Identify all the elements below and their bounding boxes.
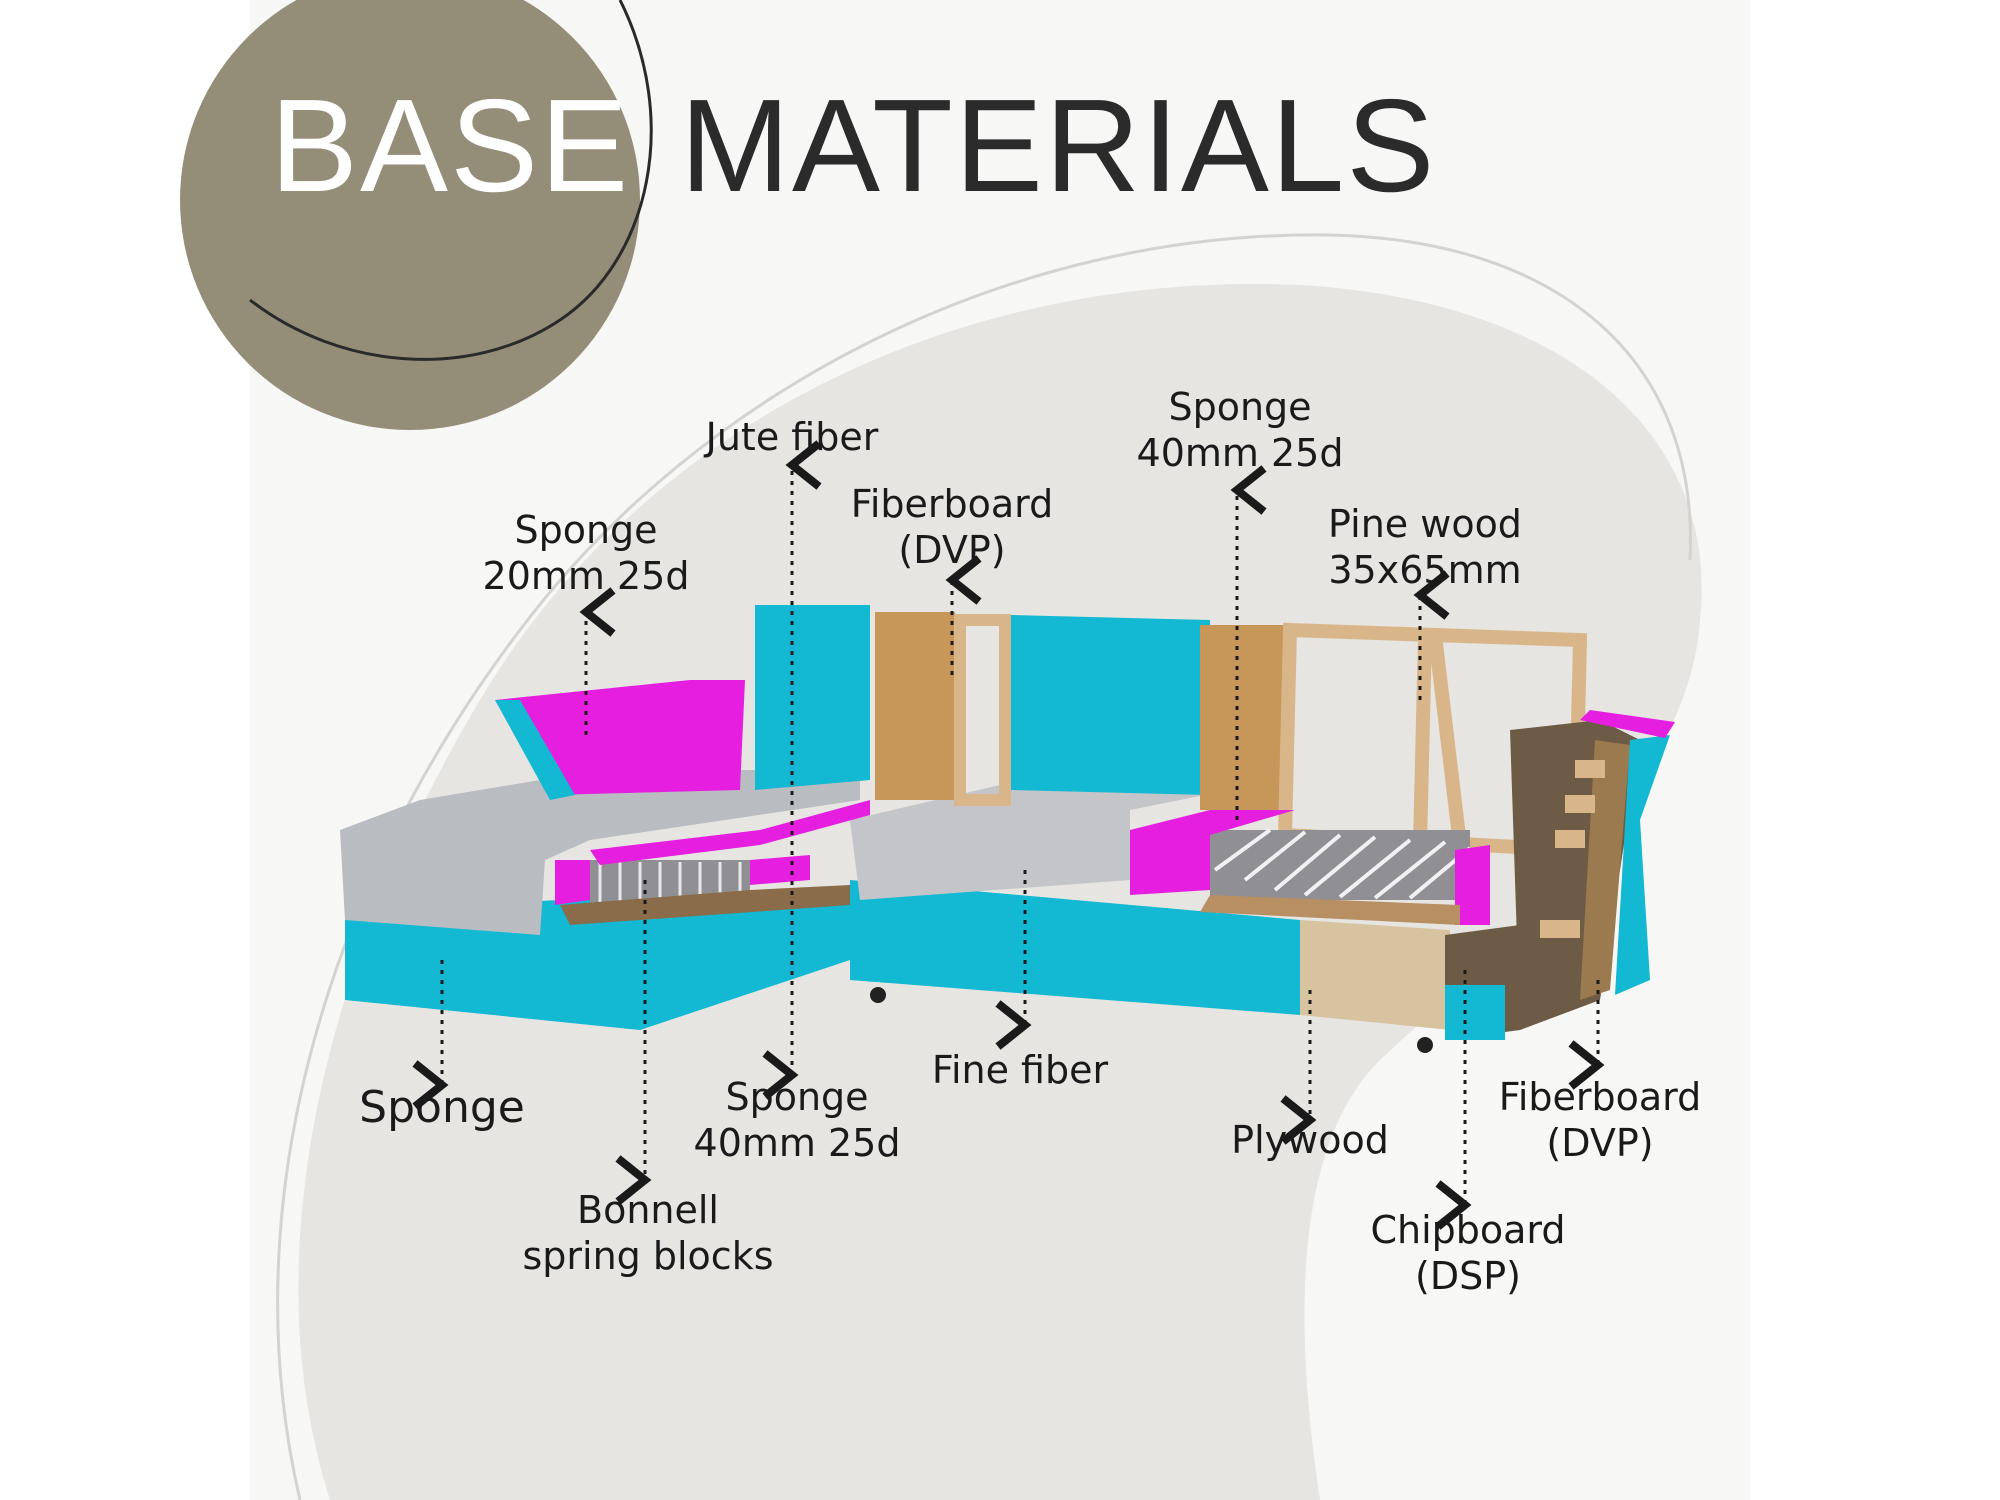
label-line: (DVP) xyxy=(898,527,1006,572)
seat-sponge-strip xyxy=(590,800,870,865)
seat-sponge-right-end xyxy=(1455,845,1490,925)
label-line: Fiberboard xyxy=(1498,1075,1702,1119)
label-fiberboard-right: Fiberboard (DVP) xyxy=(1499,1075,1702,1166)
label-plywood: Plywood xyxy=(1231,1118,1389,1164)
right-arm-sponge xyxy=(1615,735,1670,995)
label-pine-wood: Pine wood 35x65mm xyxy=(1328,502,1522,593)
title-materials: MATERIALS xyxy=(680,72,1437,219)
chaise-back-side xyxy=(495,700,575,800)
label-sponge-40mm-top: Sponge 40mm 25d xyxy=(1137,385,1344,476)
label-line: 20mm 25d xyxy=(482,553,690,598)
back-left-sponge xyxy=(755,605,870,790)
label-line: Bonnell xyxy=(577,1188,719,1232)
plywood-panel xyxy=(1300,920,1450,1030)
seat-sponge-small xyxy=(750,855,810,885)
main-base-sponge xyxy=(850,880,1300,1015)
label-sponge-20mm: Sponge 20mm 25d xyxy=(483,508,690,599)
leader-lines xyxy=(412,440,1605,1230)
label-line: (DSP) xyxy=(1415,1253,1521,1298)
jute-layer-right xyxy=(1200,895,1460,925)
label-line: spring blocks xyxy=(522,1233,774,1278)
right-arm-slats xyxy=(1540,760,1605,938)
spring-block-right xyxy=(1210,828,1472,900)
label-fine-fiber: Fine fiber xyxy=(932,1048,1108,1094)
label-chipboard: Chipboard (DSP) xyxy=(1370,1208,1565,1299)
title-circle-outline xyxy=(249,0,653,361)
label-line: 35x65mm xyxy=(1328,547,1522,592)
label-line: 40mm 25d xyxy=(693,1120,901,1165)
seat-sponge-left xyxy=(555,860,590,905)
caster-left xyxy=(870,987,886,1003)
pine-wood-frame-left xyxy=(954,614,1011,806)
chaise-fine-fiber xyxy=(340,770,860,935)
label-line: Sponge xyxy=(359,1082,525,1133)
label-line: (DVP) xyxy=(1546,1120,1654,1165)
label-bonnell-spring-blocks: Bonnell spring blocks xyxy=(522,1188,773,1279)
fiberboard-middle xyxy=(1200,625,1285,810)
outline-arc xyxy=(276,233,1692,1500)
label-line: Sponge xyxy=(514,508,658,552)
caster-right xyxy=(1417,1037,1433,1053)
label-line: Fine fiber xyxy=(931,1048,1109,1092)
fiberboard-left xyxy=(875,612,955,800)
label-line: 40mm 25d xyxy=(1136,430,1344,475)
title-circle xyxy=(180,0,640,430)
label-sponge-bottom: Sponge xyxy=(359,1082,525,1135)
label-line: Fiberboard xyxy=(850,482,1054,526)
label-line: Jute fiber xyxy=(705,415,879,459)
label-line: Chipboard xyxy=(1370,1208,1566,1252)
chipboard-cyan-block xyxy=(1445,985,1505,1040)
seat-sponge-right xyxy=(1130,810,1295,895)
title-base: BASE xyxy=(270,72,631,219)
label-line: Pine wood xyxy=(1328,502,1522,546)
label-line: Sponge xyxy=(1168,385,1312,429)
right-arm-top-sponge xyxy=(1580,710,1675,738)
label-jute-fiber: Jute fiber xyxy=(706,415,879,461)
back-middle-sponge xyxy=(1010,615,1210,795)
label-line: Sponge xyxy=(725,1075,869,1119)
label-sponge-40mm-bottom: Sponge 40mm 25d xyxy=(694,1075,901,1166)
seat-fine-fiber xyxy=(850,785,1230,900)
label-line: Plywood xyxy=(1231,1118,1389,1162)
label-fiberboard-top: Fiberboard (DVP) xyxy=(851,482,1054,573)
